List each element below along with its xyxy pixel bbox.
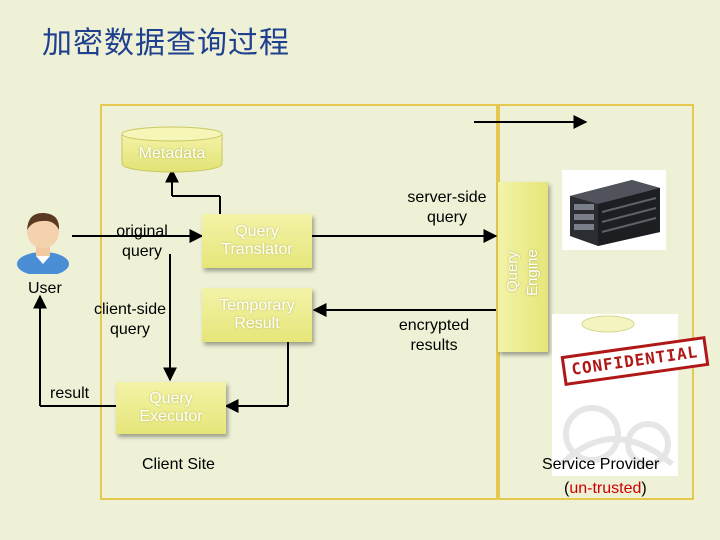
server-side-query-label: server-side query	[407, 189, 487, 226]
metadata-label: Metadata	[138, 145, 206, 162]
untrusted-paren-close: )	[641, 480, 647, 497]
temporary-result-box: Temporary Result	[202, 288, 312, 342]
query-engine-label-line1: Query	[504, 251, 521, 292]
query-engine-label-line2: Engine	[524, 249, 541, 296]
query-executor-label: Query Executor	[139, 390, 203, 425]
service-provider-caption: Service Provider	[542, 456, 660, 473]
query-engine-box: Query Engine	[498, 182, 548, 352]
confidential-picture	[552, 314, 678, 476]
original-query-label: original query	[116, 223, 168, 260]
client-site-caption: Client Site	[142, 456, 215, 473]
client-site-region	[100, 104, 498, 500]
slide-title: 加密数据查询过程	[42, 26, 290, 61]
query-translator-label: Query Translator	[221, 223, 293, 258]
user-avatar-icon	[17, 212, 69, 274]
client-side-query-label: client-side query	[93, 301, 167, 338]
untrusted-text: un-trusted	[569, 480, 642, 497]
server-picture	[562, 170, 666, 250]
untrusted-paren-open: (	[564, 480, 570, 497]
query-executor-box: Query Executor	[116, 382, 226, 434]
untrusted-caption: (un-trusted)	[564, 480, 647, 498]
server-rack-icon	[570, 180, 660, 246]
metadata-cylinder	[121, 126, 223, 173]
decorative-pattern	[559, 315, 674, 467]
temporary-result-label: Temporary Result	[219, 297, 295, 332]
query-translator-box: Query Translator	[202, 214, 312, 268]
encrypted-results-label: encrypted results	[398, 317, 470, 354]
result-label: result	[50, 385, 90, 402]
user-label: User	[28, 280, 62, 297]
